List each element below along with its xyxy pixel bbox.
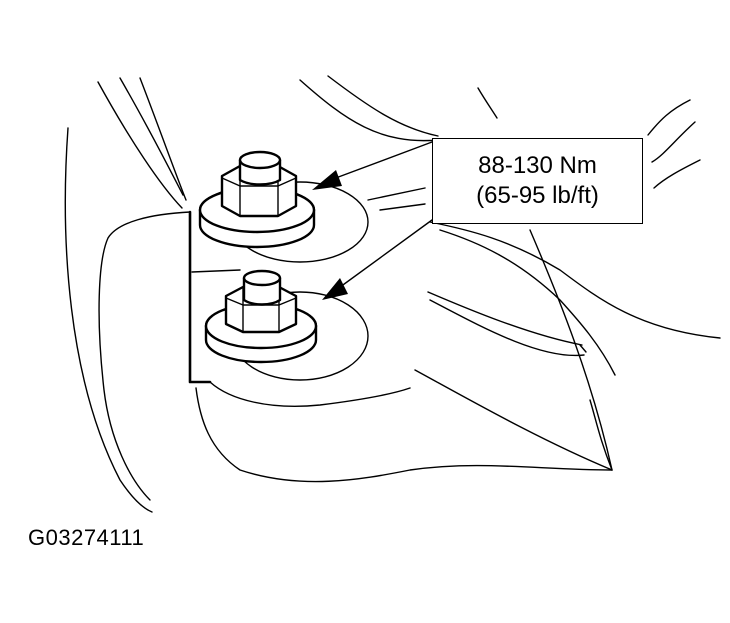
torque-callout: 88-130 Nm (65-95 lb/ft) xyxy=(432,138,643,224)
torque-nm-label: 88-130 Nm xyxy=(478,152,597,179)
upper-bolt xyxy=(198,150,369,263)
torque-lbft-label: (65-95 lb/ft) xyxy=(476,182,599,209)
mounting-bracket xyxy=(98,210,613,501)
background-structure xyxy=(64,75,721,513)
lower-arrowhead xyxy=(322,278,348,300)
lower-bolt xyxy=(204,269,369,381)
upper-arrowhead xyxy=(312,170,342,190)
figure-id-label: G03274111 xyxy=(28,525,145,550)
callout-leaders xyxy=(312,141,433,300)
